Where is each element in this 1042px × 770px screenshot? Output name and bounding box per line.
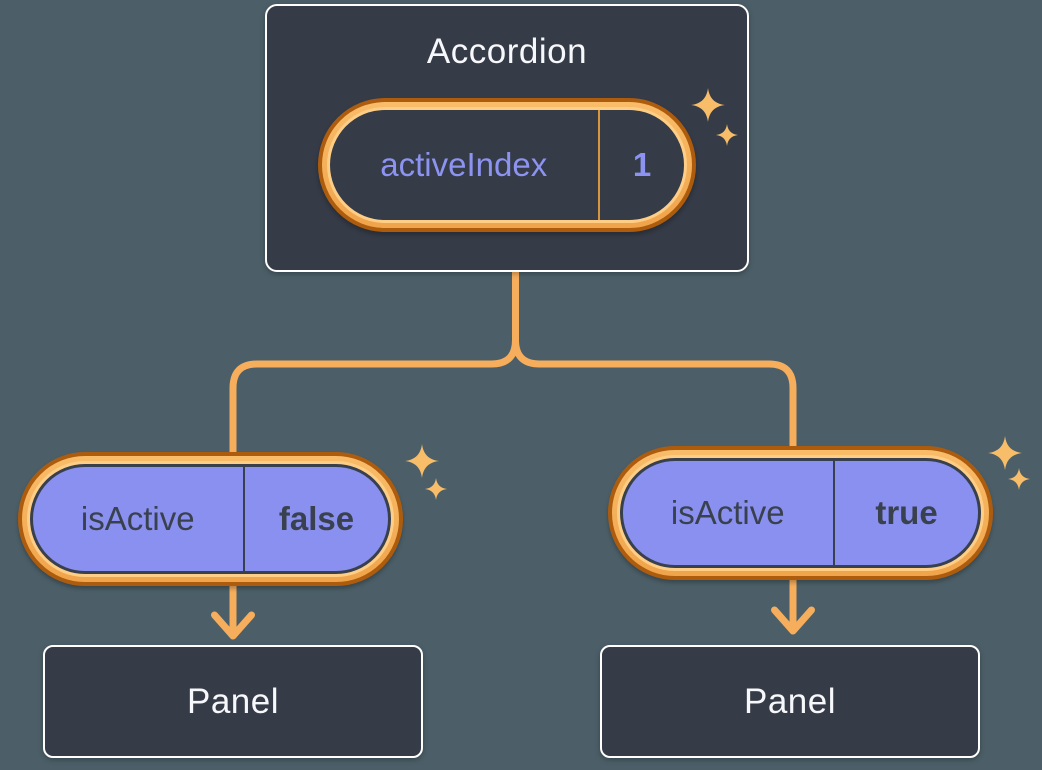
state-pill-body: activeIndex 1 [330,110,684,220]
state-pill-body: isActive true [620,458,981,568]
state-pill-isactive-true: isActive true [608,446,993,580]
state-name-label: isActive [80,500,195,537]
arrow-down-icon [771,576,815,635]
branch-line-left [229,272,519,456]
sparkle-icon [691,88,738,146]
branch-line-right [512,272,797,450]
sparkle-icon [405,444,447,500]
accordion-component-box: Accordion activeIndex 1 [265,4,749,272]
state-name-label: activeIndex [380,146,548,183]
state-pill-activeindex: activeIndex 1 [318,98,696,232]
state-pill-isactive-false: isActive false [18,452,403,586]
pill-divider [597,110,600,220]
component-title: Panel [186,681,280,721]
state-pill-body: isActive false [30,464,391,574]
component-title: Accordion [426,32,588,71]
panel-component-box-left: Panel [43,645,423,758]
state-name-label: isActive [670,494,785,531]
state-value-label: true [875,494,938,531]
state-value-label: 1 [632,146,652,183]
state-value-label: false [278,500,355,537]
pill-divider [242,467,245,571]
arrow-down-icon [211,582,255,640]
panel-component-box-right: Panel [600,645,980,758]
component-title: Panel [743,681,837,721]
pill-divider [832,461,835,565]
sparkle-icon [988,436,1030,490]
